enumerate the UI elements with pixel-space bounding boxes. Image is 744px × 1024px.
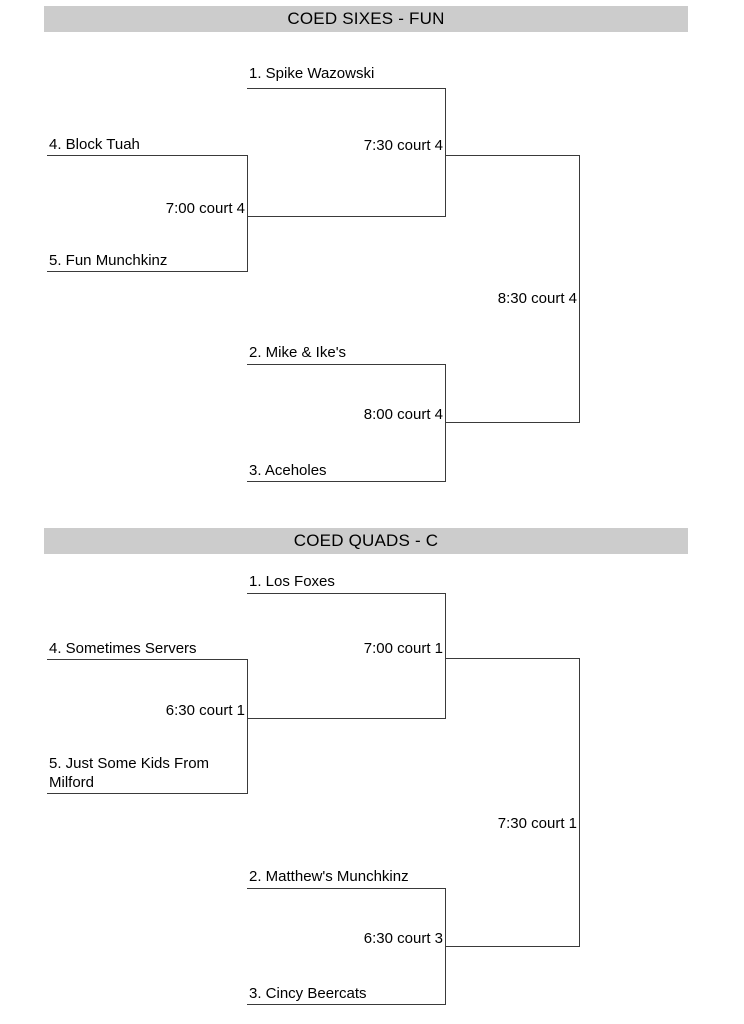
advance-line-round1-left [247,718,445,719]
team-underline-seed-1 [247,593,445,594]
bracket-connector-semifinal-top [445,593,446,719]
team-underline-seed-4 [47,659,247,660]
team-underline-seed-3 [247,481,445,482]
team-label-seed-5: 5. Fun Munchkinz [49,252,168,269]
bracket-connector-round1-left [247,155,248,272]
bracket-connector-semifinal-top [445,88,446,217]
match-label-7-30-court-4: 7:30 court 4 [363,137,443,154]
final-arm-bottom [445,422,579,423]
match-label-7-00-court-1: 7:00 court 1 [363,640,443,657]
final-arm-top [445,155,579,156]
team-underline-seed-2 [247,364,445,365]
bracket-connector-semifinal-bottom [445,364,446,482]
match-label-7-00-court-4: 7:00 court 4 [165,200,245,217]
bracket-connector-final [579,658,580,947]
section-header-title: COED QUADS - C [44,528,688,554]
team-label-seed-3: 3. Aceholes [249,462,327,479]
team-underline-seed-1 [247,88,445,89]
team-label-seed-1: 1. Los Foxes [249,573,335,590]
match-label-7-30-court-1: 7:30 court 1 [497,815,577,832]
bracket-connector-round1-left [247,659,248,794]
match-label-6-30-court-3: 6:30 court 3 [363,930,443,947]
match-label-8-30-court-4: 8:30 court 4 [497,290,577,307]
bracket-connector-final [579,155,580,423]
team-label-seed-5: 5. Just Some Kids From Milford [49,755,210,791]
team-underline-seed-5 [47,793,247,794]
final-arm-bottom [445,946,579,947]
final-arm-top [445,658,579,659]
advance-line-round1-left [247,216,445,217]
team-label-seed-2: 2. Matthew's Munchkinz [249,868,409,885]
team-label-seed-2: 2. Mike & Ike's [249,344,347,361]
team-label-seed-4: 4. Sometimes Servers [49,640,197,657]
team-label-seed-4: 4. Block Tuah [49,136,140,153]
section-header-title: COED SIXES - FUN [44,6,688,32]
match-label-8-00-court-4: 8:00 court 4 [363,406,443,423]
match-label-6-30-court-1: 6:30 court 1 [165,702,245,719]
team-underline-seed-3 [247,1004,445,1005]
team-underline-seed-4 [47,155,247,156]
team-label-seed-1: 1. Spike Wazowski [249,65,375,82]
team-underline-seed-5 [47,271,247,272]
team-label-seed-3: 3. Cincy Beercats [249,985,367,1002]
team-underline-seed-2 [247,888,445,889]
